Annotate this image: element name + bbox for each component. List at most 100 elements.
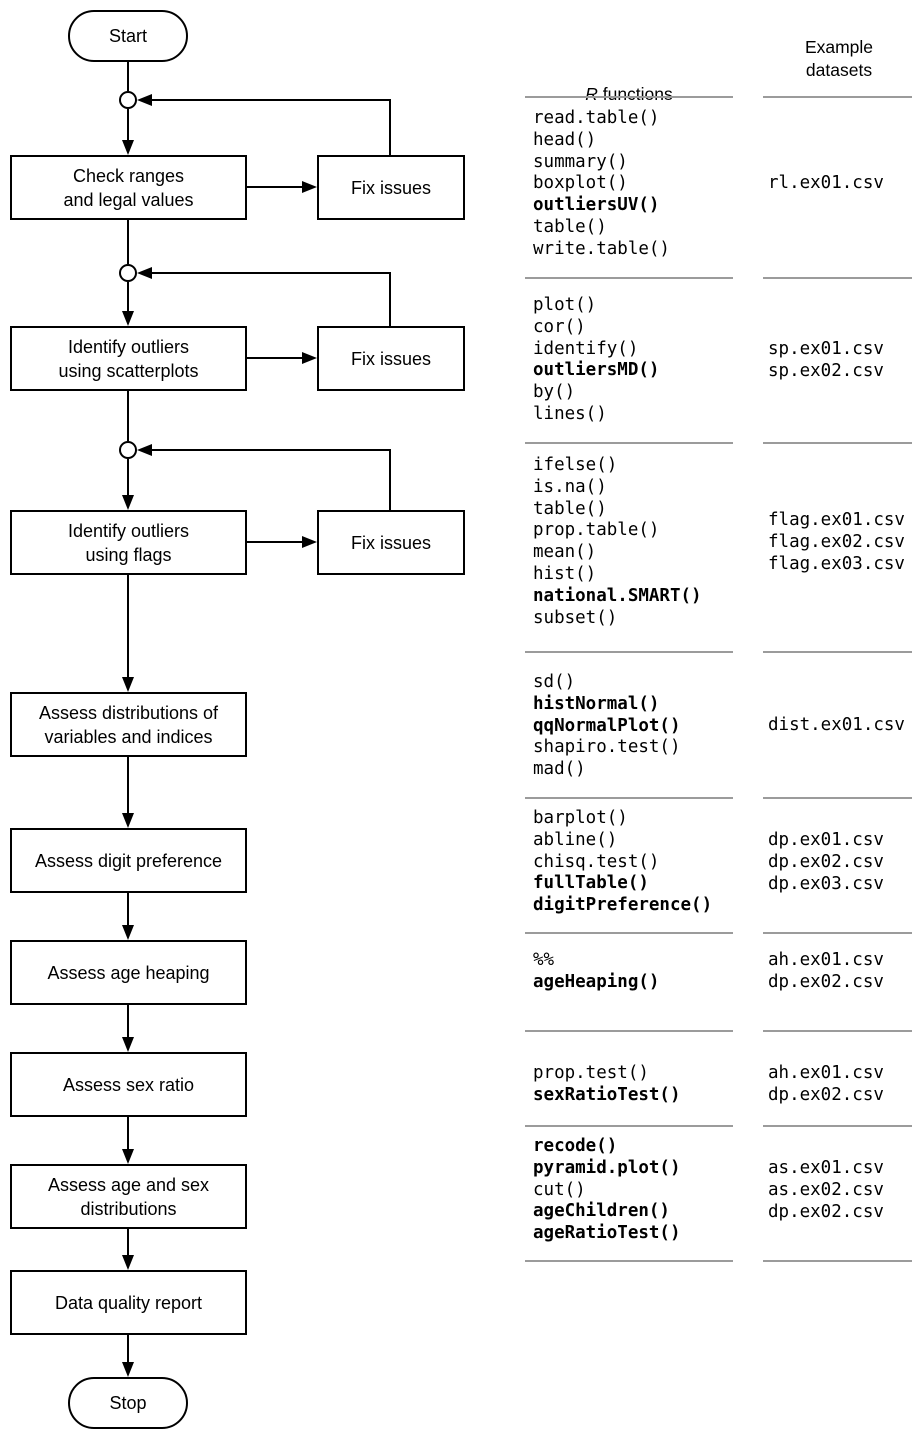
dataset-name: ah.ex01.csv [768, 950, 884, 970]
r-function: chisq.test() [533, 851, 660, 872]
arrow-shaft [247, 357, 304, 359]
dataset-name: dp.ex02.csv [768, 971, 884, 992]
flow-step-box: Assess digit preference [10, 828, 247, 893]
r-function: is.na() [533, 476, 607, 497]
r-functions-header-rest: functions [597, 84, 673, 104]
loop-line [389, 449, 391, 510]
arrowhead-right-icon [302, 181, 317, 193]
arrow-shaft [127, 1005, 129, 1039]
loop-line [151, 449, 391, 451]
r-function: sexRatioTest() [533, 1084, 681, 1105]
r-function: by() [533, 382, 576, 403]
r-function: outliersUV() [533, 195, 660, 216]
arrow-shaft [127, 1335, 129, 1364]
dataset-name: dp.ex02.csv [768, 1084, 884, 1105]
r-function: table() [533, 217, 607, 237]
arrowhead-left-icon [137, 94, 152, 106]
functions-column-separator [525, 1125, 733, 1127]
junction-circle [119, 91, 137, 109]
r-function: qqNormalPlot() [533, 715, 681, 736]
loop-line [389, 272, 391, 326]
arrow-shaft [247, 541, 304, 543]
datasets-column-separator [763, 277, 912, 279]
dataset-name: ah.ex01.csv [768, 1063, 884, 1083]
r-function: write.table() [533, 238, 670, 259]
arrowhead-down-icon [122, 140, 134, 155]
junction-circle [119, 441, 137, 459]
r-function: cor() [533, 316, 586, 337]
r-function: ageHeaping() [533, 971, 660, 992]
loop-line [389, 99, 391, 155]
r-function: sd() [533, 672, 576, 692]
fix-issues-box: Fix issues [317, 326, 465, 391]
arrowhead-down-icon [122, 813, 134, 828]
r-function: %% [533, 950, 555, 970]
r-function: ifelse() [533, 455, 618, 475]
datasets-column-separator [763, 1260, 912, 1262]
r-function: outliersMD() [533, 360, 660, 381]
dataset-name: dp.ex01.csv [768, 830, 884, 850]
r-function: ageRatioTest() [533, 1223, 681, 1244]
arrow-shaft [247, 186, 304, 188]
functions-column-separator [525, 277, 733, 279]
arrow-shaft [127, 459, 129, 497]
connector-line [127, 391, 129, 441]
functions-column-separator [525, 651, 733, 653]
flow-stop-terminal: Stop [68, 1377, 188, 1429]
r-function: plot() [533, 295, 597, 315]
r-function: ageChildren() [533, 1201, 670, 1222]
arrowhead-down-icon [122, 1255, 134, 1270]
dataset-name: flag.ex02.csv [768, 531, 905, 552]
r-function: digitPreference() [533, 895, 713, 916]
flow-step-box: Check ranges and legal values [10, 155, 247, 220]
dataset-name: dp.ex02.csv [768, 851, 884, 872]
arrowhead-left-icon [137, 267, 152, 279]
junction-circle [119, 264, 137, 282]
r-function: subset() [533, 607, 618, 628]
flow-step-box: Assess age and sex distributions [10, 1164, 247, 1229]
datasets-column-separator [763, 1125, 912, 1127]
r-function: recode() [533, 1136, 618, 1156]
loop-line [151, 99, 391, 101]
r-function: head() [533, 129, 597, 150]
arrow-shaft [127, 893, 129, 927]
arrowhead-down-icon [122, 495, 134, 510]
dataset-name: dp.ex02.csv [768, 1201, 884, 1222]
r-function: abline() [533, 829, 618, 850]
dataset-name: dist.ex01.csv [768, 715, 905, 735]
r-function: pyramid.plot() [533, 1157, 681, 1178]
r-function: hist() [533, 564, 597, 584]
arrowhead-down-icon [122, 925, 134, 940]
r-function: mad() [533, 759, 586, 780]
r-function: cut() [533, 1179, 586, 1200]
dataset-name: rl.ex01.csv [768, 173, 884, 193]
arrowhead-down-icon [122, 1362, 134, 1377]
r-function: fullTable() [533, 873, 649, 894]
dataset-name: dp.ex03.csv [768, 873, 884, 894]
r-function: histNormal() [533, 693, 660, 714]
datasets-column-separator [763, 797, 912, 799]
r-function: prop.test() [533, 1063, 649, 1083]
arrowhead-right-icon [302, 352, 317, 364]
dataset-name: sp.ex01.csv [768, 339, 884, 359]
connector-line [127, 220, 129, 264]
dataset-name: flag.ex01.csv [768, 510, 905, 530]
functions-column-separator [525, 96, 733, 98]
datasets-column-separator [763, 932, 912, 934]
r-function: identify() [533, 338, 639, 359]
arrow-shaft [127, 757, 129, 815]
arrowhead-down-icon [122, 1149, 134, 1164]
connector-line [127, 62, 129, 91]
functions-column-separator [525, 797, 733, 799]
flow-step-box: Identify outliers using scatterplots [10, 326, 247, 391]
dataset-name: flag.ex03.csv [768, 553, 905, 574]
flow-step-box: Data quality report [10, 1270, 247, 1335]
functions-column-separator [525, 442, 733, 444]
datasets-column-separator [763, 442, 912, 444]
r-function: mean() [533, 542, 597, 563]
r-function: boxplot() [533, 173, 628, 194]
functions-column-separator [525, 932, 733, 934]
flow-step-box: Assess age heaping [10, 940, 247, 1005]
arrow-shaft [127, 1117, 129, 1151]
